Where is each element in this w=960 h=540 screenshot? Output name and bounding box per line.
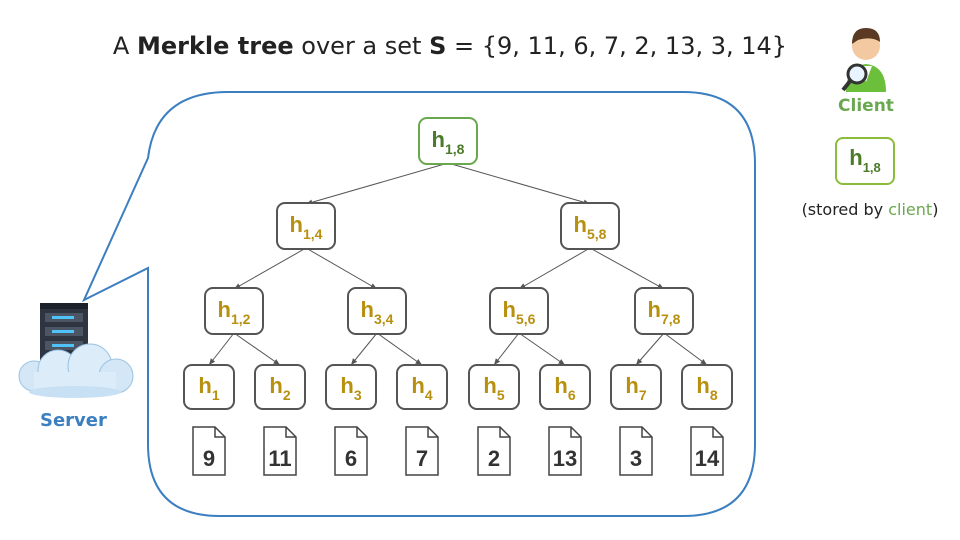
document-value: 9: [203, 446, 215, 471]
document-fold: [214, 427, 225, 438]
document-value: 3: [630, 446, 642, 471]
tree-edge: [589, 247, 665, 290]
tree-edge: [376, 332, 423, 366]
tree-edge: [305, 162, 449, 205]
leaf-hash-node-label: h2: [269, 373, 290, 403]
document-fold: [356, 427, 367, 438]
document-icon: [619, 426, 653, 476]
level2-hash-node-label: h3,4: [361, 297, 394, 327]
document-fold: [641, 427, 652, 438]
document-fold: [499, 427, 510, 438]
edge-arrowhead: [636, 358, 643, 365]
client-stored-hash-label: h1,8: [849, 145, 881, 175]
document-fold: [712, 427, 723, 438]
document-value: 6: [345, 446, 357, 471]
edge-arrowhead: [494, 358, 501, 365]
edge-arrowhead: [351, 358, 358, 365]
tree-edge: [233, 247, 307, 290]
leaf-hash-node-label: h7: [625, 373, 646, 403]
document-value: 13: [553, 446, 577, 471]
edge-arrowhead: [558, 359, 565, 365]
document-icon: [690, 426, 724, 476]
user-magnifier-icon: [841, 28, 886, 92]
tree-nodes: h1,8 h1,4 h5,8 h1,2 h3,4 h5,6 h7,8 h1 h2 h3 h4 h5 h6…: [183, 117, 733, 410]
tree-edge: [635, 332, 665, 366]
document-fold: [427, 427, 438, 438]
level1-hash-node-label: h1,4: [290, 212, 323, 242]
leaf-hash-node: [681, 364, 733, 410]
leaf-hash-node-label: h1: [198, 373, 219, 403]
level1-hash-node: [560, 202, 620, 250]
leaf-hash-node-label: h5: [483, 373, 504, 403]
root-hash-node: [418, 117, 478, 165]
level1-hash-node: [276, 202, 336, 250]
edge-arrowhead: [700, 358, 707, 365]
leaf-hash-node-label: h4: [411, 373, 432, 403]
document-value: 14: [695, 446, 720, 471]
edge-arrowhead: [209, 358, 216, 365]
document-fold: [570, 427, 581, 438]
leaf-hash-node: [183, 364, 235, 410]
leaf-hash-node: [468, 364, 520, 410]
leaf-hash-node: [254, 364, 306, 410]
stored-by-client-note: (stored by client): [801, 200, 939, 219]
leaf-hash-node-label: h8: [696, 373, 717, 403]
edge-arrowhead: [273, 359, 280, 365]
leaf-hash-node-label: h6: [554, 373, 575, 403]
document-fold: [285, 427, 296, 438]
level2-hash-node: [347, 287, 407, 335]
document-icon: [405, 426, 439, 476]
level2-hash-node: [489, 287, 549, 335]
level2-hash-node-label: h1,2: [218, 297, 251, 327]
client-stored-hash-node: [835, 137, 895, 185]
edge-arrowhead: [415, 359, 422, 365]
diagram-title: A Merkle tree over a set S = {9, 11, 6, …: [112, 32, 788, 60]
server-speech-bubble: [81, 91, 756, 517]
document-icon: [548, 426, 582, 476]
tree-edge: [663, 332, 708, 366]
tree-edge: [447, 162, 591, 205]
document-icon: [192, 426, 226, 476]
leaf-hash-node-label: h3: [340, 373, 361, 403]
document-icon: [334, 426, 368, 476]
tree-edge: [518, 247, 591, 290]
tree-edges: [208, 162, 708, 366]
leaf-hash-node: [396, 364, 448, 410]
level1-hash-node-label: h5,8: [574, 212, 607, 242]
document-row: 9 11 6 7 2 13 3 14: [192, 426, 724, 476]
leaf-hash-node: [539, 364, 591, 410]
client-label: Client: [838, 96, 894, 116]
server-cloud-icon: [18, 303, 134, 398]
server-label: Server: [40, 410, 107, 431]
level2-hash-node-label: h5,6: [503, 297, 536, 327]
tree-edge: [518, 332, 566, 366]
tree-edge: [208, 332, 235, 366]
tree-edge: [305, 247, 378, 290]
document-value: 11: [268, 446, 291, 471]
leaf-hash-node: [325, 364, 377, 410]
root-hash-node-label: h1,8: [432, 127, 465, 157]
document-value: 2: [488, 446, 500, 471]
document-icon: [477, 426, 511, 476]
document-icon: [263, 426, 297, 476]
level2-hash-node: [204, 287, 264, 335]
tree-edge: [350, 332, 378, 366]
leaf-hash-node: [610, 364, 662, 410]
level2-hash-node-label: h7,8: [648, 297, 681, 327]
tree-edge: [233, 332, 281, 366]
level2-hash-node: [634, 287, 694, 335]
tree-edge: [493, 332, 520, 366]
document-value: 7: [416, 446, 428, 471]
